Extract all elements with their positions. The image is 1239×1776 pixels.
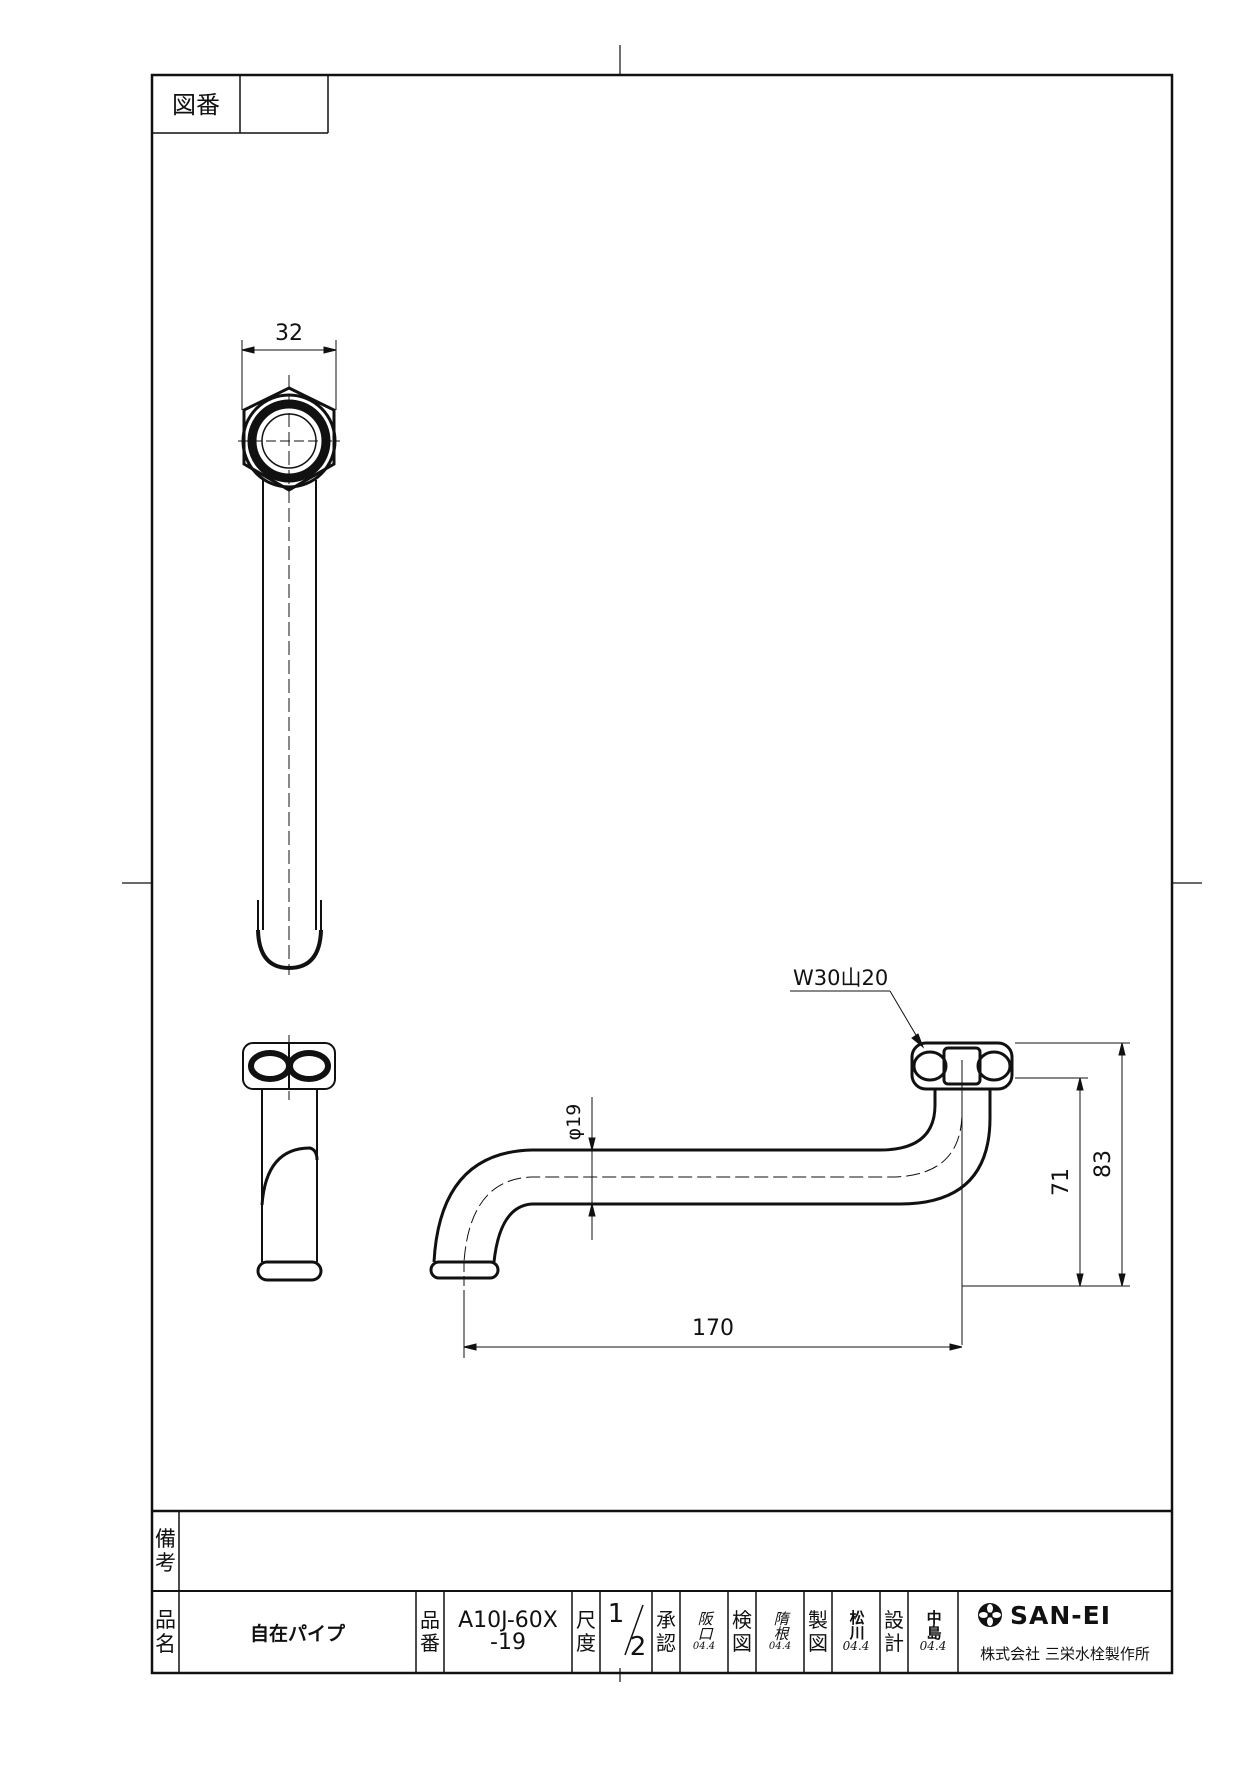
side-view [429,990,1130,1358]
product-name: 自在パイプ [249,1622,345,1645]
front-view [242,1035,336,1282]
remarks-value [179,1511,1172,1591]
scale-label: 尺 度 [576,1608,596,1655]
dimension-height-outer: 83 [1091,1150,1116,1178]
dimension-thread: W30山20 [793,966,888,990]
approved-label: 承 認 [656,1608,676,1655]
drawing-number-label: 図番 [172,91,220,119]
company-name: 株式会社 三栄水栓製作所 [980,1644,1150,1663]
remarks-label: 備 考 [155,1526,176,1575]
designed-signature: 中島 04.4 [919,1610,947,1654]
part-number: A10J-60X -19 [458,1608,558,1655]
flower-logo-icon [978,1603,1002,1627]
dimension-length: 170 [692,1316,734,1341]
drawn-label: 製 図 [808,1608,828,1655]
center-marks [122,45,1202,1682]
scale-denominator: 2 [629,1632,647,1662]
drawing-frame [150,73,1174,1675]
checked-signature: 隋根 04.4 [768,1611,792,1653]
designed-label: 設 計 [884,1608,904,1655]
dimension-height-inner: 71 [1049,1168,1074,1196]
title-block-grid [152,1509,1172,1673]
checked-label: 検 図 [732,1608,752,1655]
dimension-pipe-dia: φ19 [563,1104,585,1141]
product-name-label: 品 名 [155,1607,176,1656]
dimension-top-width: 32 [275,321,303,346]
drawn-signature: 松川 04.4 [842,1610,870,1654]
approved-signature: 阪口 04.4 [692,1611,716,1653]
part-number-label: 品 番 [420,1608,440,1655]
scale-numerator: 1 [607,1599,625,1629]
company-logo: SAN-EI [962,1598,1168,1632]
top-view [238,340,340,975]
drawing-number-box [152,75,329,134]
